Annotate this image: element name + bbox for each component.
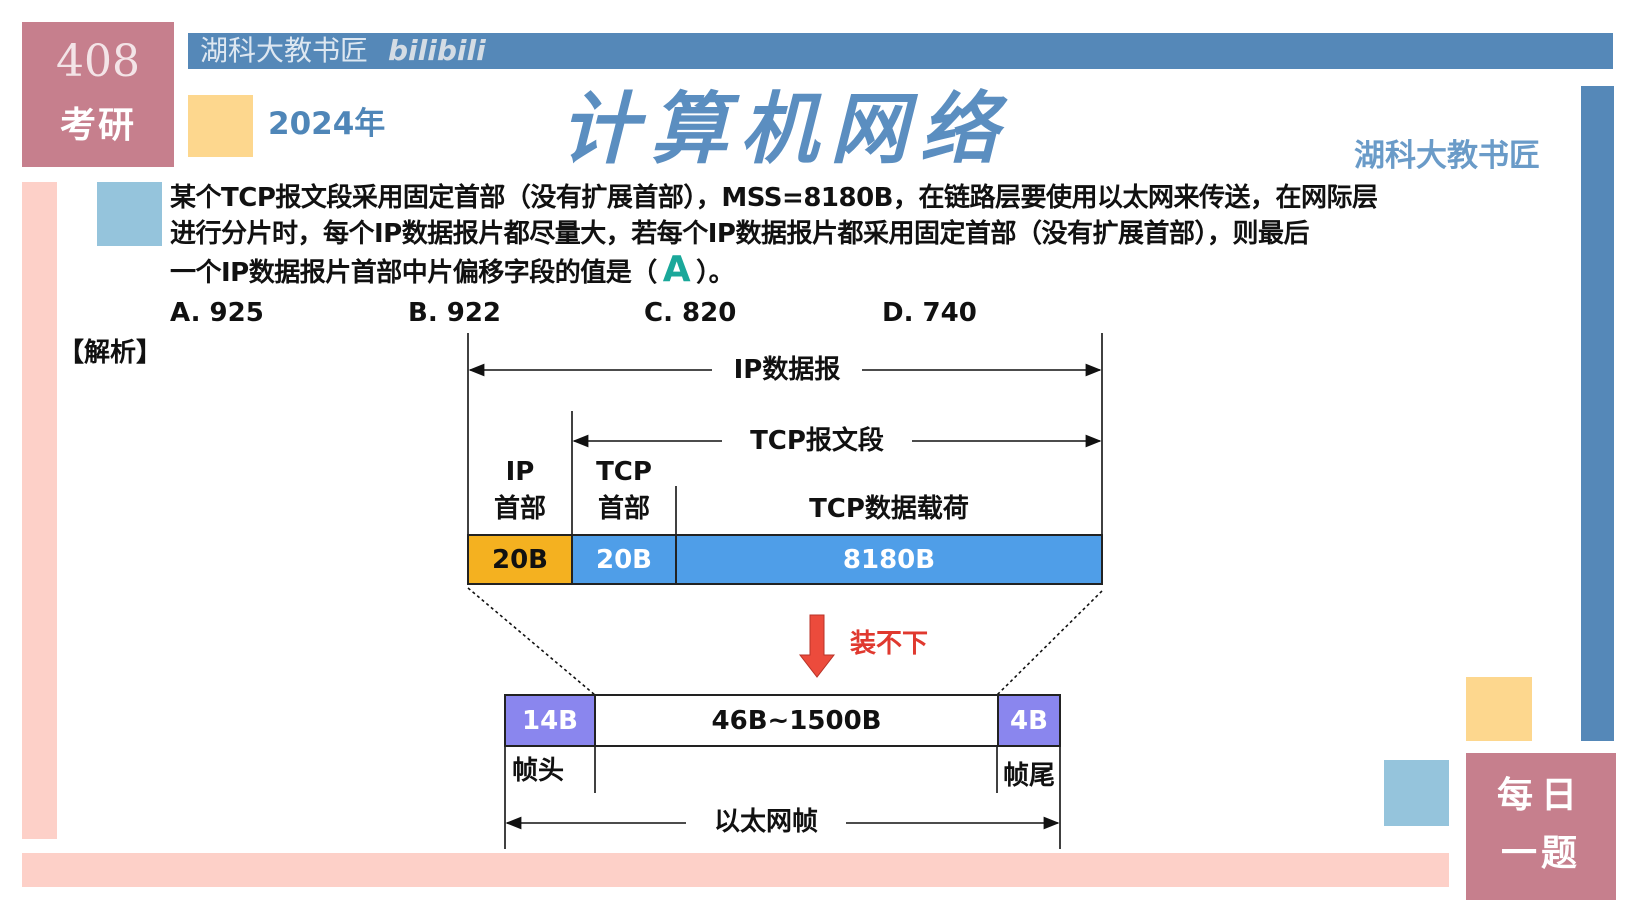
down-arrow-icon [798, 614, 836, 678]
bottom-pink-bar [22, 853, 1449, 887]
question-line-3-end: ）。 [696, 258, 735, 288]
option-d: D. 740 [882, 298, 977, 328]
blue-square-bottom [1384, 760, 1449, 826]
tcp-segment-label: TCP报文段 [750, 426, 884, 456]
frame-header-label: 帧头 [512, 756, 565, 786]
badge-text: 考研 [59, 105, 136, 146]
tcp-payload-cell: 8180B [675, 534, 1103, 585]
question-line-1: 某个TCP报文段采用固定首部（没有扩展首部），MSS=8180B，在链路层要使用… [170, 183, 1378, 213]
left-pink-bar [22, 182, 57, 839]
ethernet-frame-label: 以太网帧 [713, 807, 818, 837]
page-title: 计算机网络 [560, 84, 1011, 175]
analysis-label: 【解析】 [58, 338, 163, 368]
frame-header-cell: 14B [504, 694, 596, 747]
daily-label-1: 每日 [1496, 775, 1585, 816]
bilibili-logo: bilibili [388, 34, 486, 67]
tcp-header-cell: 20B [571, 534, 677, 585]
top-blue-bar [188, 33, 1613, 69]
author-label: 湖科大教书匠 [1354, 138, 1540, 174]
tcp-payload-label: TCP数据载荷 [809, 494, 969, 524]
frame-data-cell: 46B~1500B [594, 694, 999, 747]
ip-header-label-2: 首部 [493, 494, 546, 524]
tcp-header-label-1: TCP [596, 457, 652, 487]
yellow-square-bottom [1466, 677, 1532, 741]
question-line-3-text: 一个IP数据报片首部中片偏移字段的值是（ [170, 258, 657, 288]
right-blue-bar [1581, 86, 1614, 741]
option-b: B. 922 [408, 298, 502, 328]
daily-question-badge: 每日 一题 [1466, 753, 1616, 900]
badge-number: 408 [56, 36, 140, 87]
blue-square [97, 182, 162, 246]
ip-datagram-label: IP数据报 [733, 355, 841, 385]
ip-header-label-1: IP [505, 457, 535, 487]
answer: A [662, 249, 691, 290]
question-line-2: 进行分片时，每个IP数据报片都尽量大，若每个IP数据报片都采用固定首部（没有扩展… [170, 219, 1309, 249]
badge-408: 408 考研 [22, 22, 174, 167]
watermark: 湖科大教书匠 bilibili [200, 35, 486, 67]
frame-trailer-cell: 4B [997, 694, 1061, 747]
doesnt-fit-label: 装不下 [850, 629, 929, 659]
tcp-header-label-2: 首部 [597, 494, 650, 524]
yellow-square [188, 95, 253, 157]
question-line-3: 一个IP数据报片首部中片偏移字段的值是（A）。 [170, 252, 735, 289]
option-c: C. 820 [644, 298, 737, 328]
option-a: A. 925 [170, 298, 264, 328]
year-label: 2024年 [268, 106, 386, 142]
daily-label-2: 一题 [1500, 833, 1581, 874]
frame-trailer-label: 帧尾 [1002, 761, 1055, 791]
ip-header-cell: 20B [467, 534, 573, 585]
watermark-text: 湖科大教书匠 [200, 34, 369, 67]
